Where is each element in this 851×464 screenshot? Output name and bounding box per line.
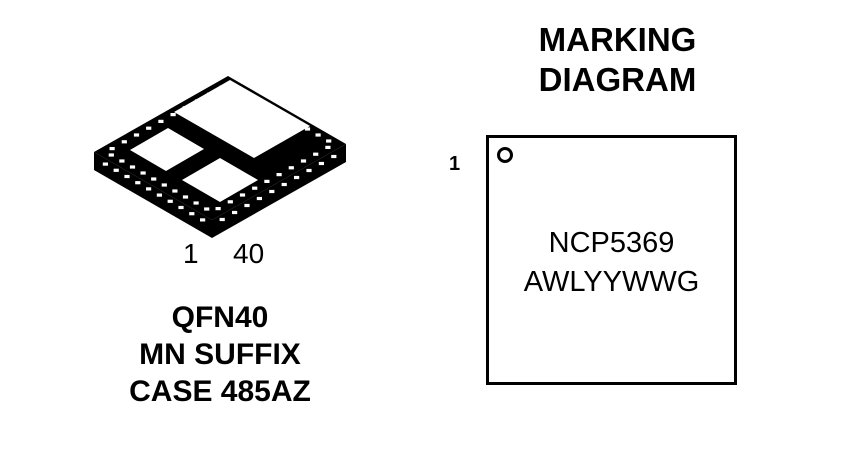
pin1-indicator-icon [497,147,513,163]
package-pin [326,139,332,143]
pin1-label: 1 [449,153,461,175]
package-pin [219,217,225,222]
package-pin [113,168,119,172]
package-case: CASE 485AZ [129,375,311,408]
package-pin [146,187,152,191]
package-pin [108,153,114,157]
package-pin [151,177,157,181]
package-pin [227,200,233,204]
package-pin [318,161,324,166]
exposed-pad-right [182,158,258,202]
package-pin [133,133,140,137]
package-pin [102,162,108,166]
package-pin [204,207,210,211]
marking-title-line-1: MARKING [538,21,697,58]
package-pin [129,165,136,169]
package-pin [219,85,225,89]
package-pin [135,181,141,185]
package-pin [182,195,189,199]
package-pin [140,171,146,175]
package-pin [294,175,300,180]
package-side-left [94,152,212,238]
package-pin [276,173,282,177]
package-pin [182,106,188,110]
package-pin [283,115,289,119]
package-pin [167,199,173,203]
package-pin [193,201,199,205]
package-pin [172,189,178,193]
package-pin [331,154,337,159]
package-pin [244,203,250,208]
package-pin [189,212,195,216]
package-pin [161,183,167,187]
package-pin [200,218,206,222]
package-pin [121,140,127,144]
package-suffix: MN SUFFIX [139,338,301,371]
package-pin [146,126,152,130]
package-pin [288,166,294,170]
package-pin [194,99,201,103]
pin-1-label: 1 [183,238,199,269]
pin-40-label: 40 [233,238,265,269]
package-side-right [212,144,346,238]
package-pin [241,91,247,95]
package-pin [313,152,319,156]
package-pin [269,189,275,194]
exposed-pad-large [174,80,310,158]
marking-title-line-2: DIAGRAM [538,61,697,98]
package-pin [273,109,279,113]
package-pin [306,168,312,173]
exposed-pad-left [130,128,204,171]
package-pins-side [102,154,337,222]
package-pin [251,97,258,101]
package-pin [325,145,331,149]
package-pin [281,182,287,187]
marking-code: AWLYYWWG [523,266,700,298]
package-pin [124,174,130,179]
package-pin [170,113,176,117]
package-pin [207,92,213,96]
package-pin [158,119,164,123]
package-pin [264,179,270,183]
package-pin [256,196,262,201]
package-pin [156,193,162,197]
package-pin [215,207,221,211]
package-pin [252,186,258,190]
package-pin [109,147,115,151]
package-pin [232,210,238,215]
package-pin [230,85,236,89]
package-name: QFN40 [171,301,269,334]
package-pin [294,121,300,125]
qfn40-package-illustration [94,76,346,238]
package-pin [304,127,311,131]
package-pin [300,159,307,163]
marking-part-number: NCP5369 [548,227,675,259]
package-pin [178,205,184,210]
package-pin [119,159,125,163]
marking-chip-outline [486,135,737,385]
package-pin [315,133,321,137]
package-pin [262,103,268,107]
package-pin [239,193,246,197]
package-pins-top [108,85,332,211]
